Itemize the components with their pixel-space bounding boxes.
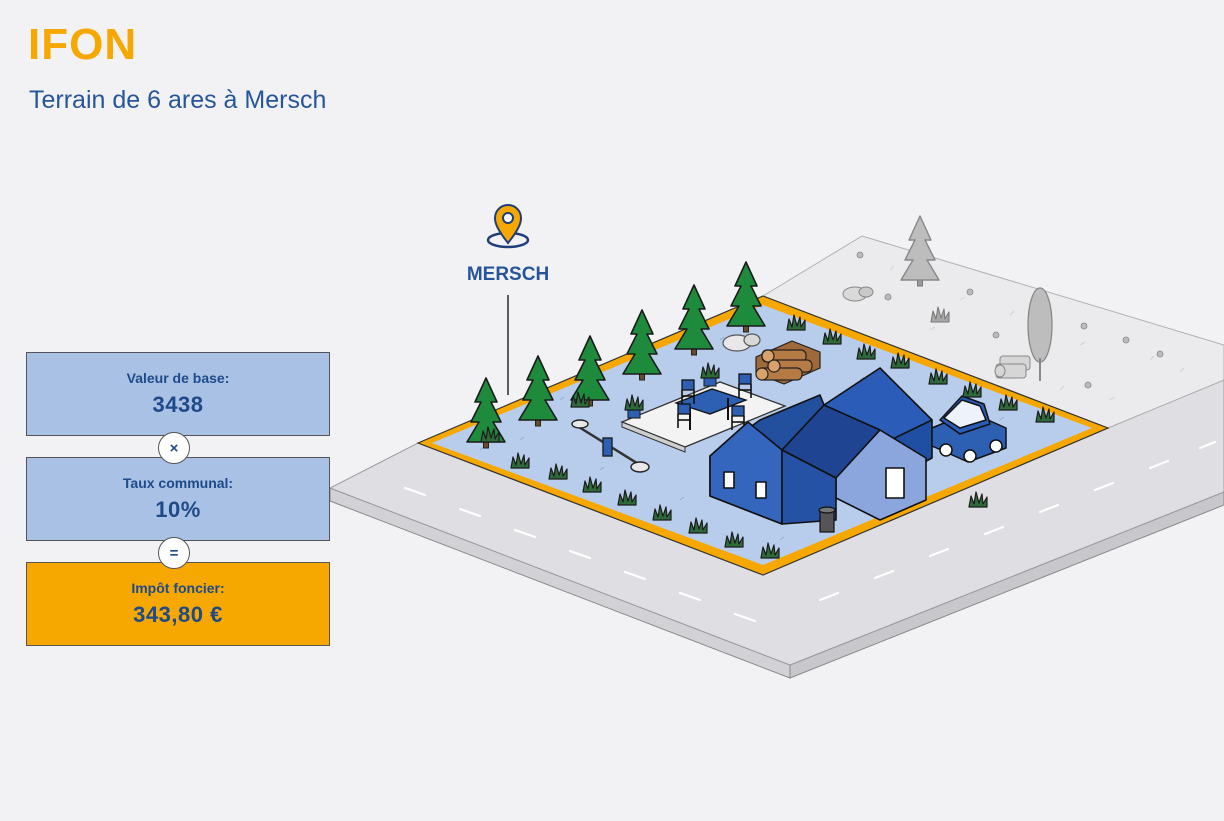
property-tax-value: 343,80 € — [133, 602, 223, 627]
property-tax-label: Impôt foncier: — [131, 580, 225, 596]
base-value: 3438 — [152, 392, 204, 417]
log-pile-icon — [755, 340, 821, 385]
page-subtitle: Terrain de 6 ares à Mersch — [29, 86, 327, 114]
municipal-rate-box: Taux communal: 10% — [26, 457, 330, 541]
equals-icon: = — [158, 537, 190, 569]
base-value-box: Valeur de base: 3438 — [26, 352, 330, 436]
trash-bin-icon — [818, 506, 836, 533]
multiply-icon: × — [158, 432, 190, 464]
municipal-rate-label: Taux communal: — [122, 475, 234, 491]
page-title: IFON — [28, 20, 138, 69]
municipal-rate-value: 10% — [155, 497, 201, 522]
property-tax-box: Impôt foncier: 343,80 € — [26, 562, 330, 646]
car-icon — [931, 395, 1007, 463]
house-icon — [709, 367, 933, 525]
location-label: MERSCH — [467, 264, 549, 285]
location-pin-icon — [486, 204, 530, 249]
base-value-label: Valeur de base: — [126, 370, 230, 386]
seesaw-icon — [571, 419, 650, 473]
